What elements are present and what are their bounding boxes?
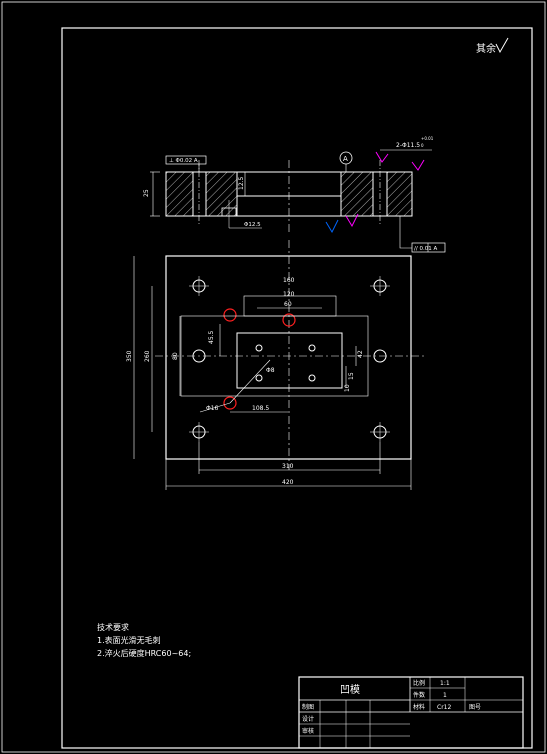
qty-label: 件数 [413,691,425,699]
part-name: 凹模 [340,684,360,696]
dim-left3: 80 [172,352,179,360]
check-label: 审核 [302,727,314,735]
datum-label: A [343,155,348,163]
plan-view: 160 120 60 350 260 80 45.5 42 15 10 Φ8 Φ… [126,240,425,490]
drawing-no-label: 图号 [469,704,481,711]
hole-callout: Φ12.5 [244,222,261,228]
dim-right1: 42 [357,350,364,358]
roughness-symbol [495,37,509,54]
scale-value: 1:1 [440,680,450,687]
scale-label: 比例 [413,679,425,687]
dim-top1: 160 [283,277,295,284]
tolerance-left: ⊥ Φ0.02 A [169,158,198,164]
notes-title: 技术要求 [97,622,129,632]
hole-phi: Φ8 [266,367,275,374]
material-value: Cr12 [437,704,451,711]
tolerance-right-sub: 0 [421,143,424,148]
dim-bottom2: 420 [282,479,294,486]
notes-item2: 2.淬火后硬度HRC60~64; [97,648,191,658]
dim-thickness: 25 [143,189,150,197]
dim-left-inner: 260 [144,350,151,362]
inner-border [61,27,533,749]
design-label: 设计 [302,715,314,723]
dim-diag: Φ16 [206,405,219,412]
dim-small: 45.5 [208,330,215,344]
dim-base: 108.5 [252,405,269,412]
material-label: 材料 [413,703,425,711]
dim-top2: 120 [283,291,295,298]
qty-value: 1 [443,692,447,699]
draw-label: 制图 [302,703,314,711]
section-view: 25 12.5 ⊥ Φ0.02 A 2-Φ11.5 +0.01 0 A Φ12.… [143,136,446,253]
dim-right2: 15 [348,372,355,380]
title-block [298,676,524,749]
notes-item1: 1.表面光滑无毛刺 [97,635,161,645]
dim-top3: 60 [284,301,292,308]
dim-bottom1: 310 [282,463,294,470]
tolerance-right-sup: +0.01 [421,136,434,141]
roughness-note: 其余 [476,42,496,55]
flatness-frame: // 0.01 A [414,246,437,252]
tolerance-right: 2-Φ11.5 [396,142,420,149]
dim-left-outer: 350 [126,350,133,362]
dim-height: 12.5 [238,176,245,190]
dim-right3: 10 [344,384,351,392]
